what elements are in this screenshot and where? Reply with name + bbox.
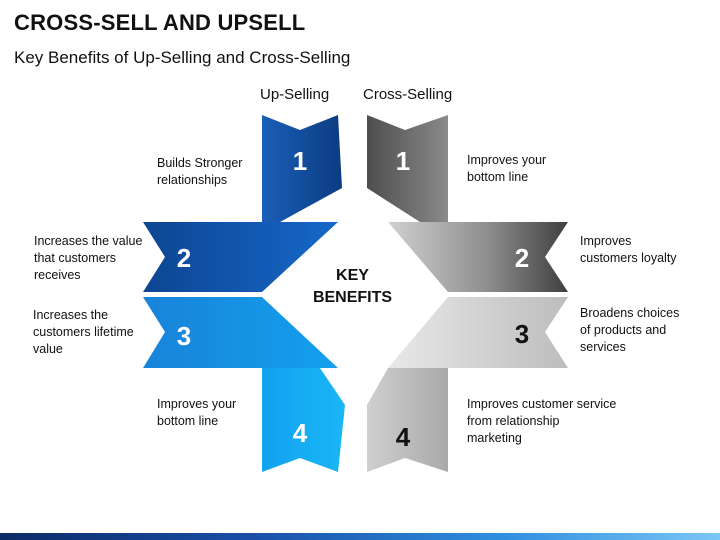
page-title: CROSS-SELL AND UPSELL — [14, 10, 306, 35]
crosssell-number-2: 2 — [515, 243, 529, 273]
crosssell-number-3: 3 — [515, 319, 529, 349]
center-label: KEY BENEFITS — [300, 265, 405, 309]
page-subtitle: Key Benefits of Up-Selling and Cross-Sel… — [14, 48, 351, 67]
crosssell-ribbon-4 — [367, 368, 448, 472]
column-label-crossselling: Cross-Selling — [363, 86, 453, 103]
upsell-ribbon-2 — [143, 222, 338, 292]
crosssell-number-1: 1 — [396, 146, 410, 176]
center-label-line1: KEY — [336, 267, 369, 284]
upsell-ribbon-1 — [262, 115, 342, 222]
crosssell-benefit-3: Broadens choices of products and service… — [580, 306, 680, 354]
column-label-upselling: Up-Selling — [260, 86, 330, 103]
crosssell-number-4: 4 — [396, 422, 411, 452]
crosssell-ribbon-2 — [388, 222, 568, 292]
upsell-number-2: 2 — [177, 243, 191, 273]
upsell-number-4: 4 — [293, 418, 308, 448]
crosssell-benefit-2: Improves customers loyalty — [580, 234, 677, 265]
upsell-benefit-2: Increases the value that customers recei… — [34, 234, 143, 282]
crosssell-ribbon-3 — [388, 297, 568, 368]
upsell-number-1: 1 — [293, 146, 307, 176]
upsell-benefit-1: Builds Stronger relationships — [157, 156, 243, 187]
upsell-benefit-3: Increases the customers lifetime value — [33, 308, 134, 356]
upsell-ribbon-3 — [143, 297, 338, 368]
crosssell-benefit-1: Improves your bottom line — [467, 153, 547, 184]
footer-bar — [0, 533, 720, 540]
crosssell-benefit-4: Improves customer service from relations… — [467, 397, 617, 445]
upsell-number-3: 3 — [177, 321, 191, 351]
crosssell-ribbon-1 — [367, 115, 448, 222]
upsell-benefit-4: Improves your bottom line — [157, 397, 237, 428]
center-label-line2: BENEFITS — [312, 289, 393, 306]
upsell-ribbon-4 — [262, 368, 345, 472]
